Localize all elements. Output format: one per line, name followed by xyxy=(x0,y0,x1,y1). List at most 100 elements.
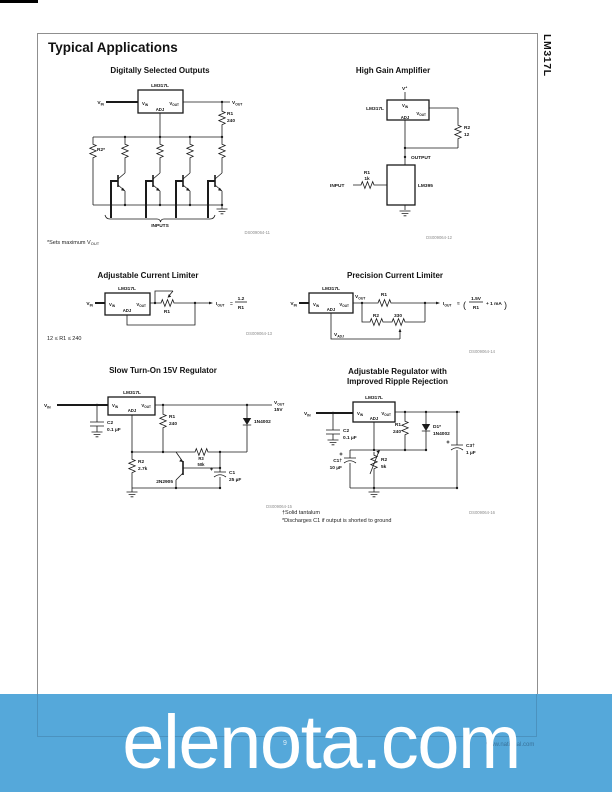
resistor-symbol xyxy=(357,181,378,189)
circuit6-title-line1: Adjustable Regulator with xyxy=(348,367,447,376)
resistor-value: 240 xyxy=(169,421,177,427)
vplus-label: V+ xyxy=(402,85,407,92)
ic-label: LM317L xyxy=(123,390,141,396)
vadj-label: VADJ xyxy=(334,332,344,338)
circuit2-schematic: V+ LM317L VIN VOUT ADJ R2 12 OUTPUT INPU… xyxy=(330,85,470,240)
resistor-symbol xyxy=(128,455,136,477)
pin-vin: VIN xyxy=(109,302,116,308)
ground-symbol xyxy=(126,491,138,498)
circuit1-schematic: LM317L VIN VOUT ADJ VIN VOUT R1 240 R2* … xyxy=(89,83,271,235)
diode-symbol xyxy=(242,418,252,425)
transistor-ref: LM395 xyxy=(418,183,433,189)
approx-sign: ≈ xyxy=(457,302,460,307)
resistor-symbol xyxy=(374,299,395,307)
resistor-value: 240 xyxy=(227,118,235,124)
circuit2-title: High Gain Amplifier xyxy=(355,66,431,75)
diode-ref: D1* xyxy=(433,424,441,430)
circuit5-title: Slow Turn-On 15V Regulator xyxy=(109,366,217,375)
pin-adj: ADJ xyxy=(123,308,132,313)
resistor-symbol xyxy=(89,140,97,162)
wiper-arrow xyxy=(398,328,402,332)
ground-symbol xyxy=(216,208,228,215)
resistor-symbol xyxy=(121,140,129,162)
pin-adj: ADJ xyxy=(128,408,137,413)
vout-label: VOUT xyxy=(274,400,285,406)
junction-dots xyxy=(95,403,249,490)
ic-box xyxy=(107,396,156,416)
resistor-ref: R1 xyxy=(169,414,175,420)
vin-label: VIN xyxy=(86,301,93,307)
ic-label: LM317L xyxy=(118,286,136,292)
part-number-side-tab: LM317L xyxy=(541,34,553,77)
iout-label: IOUT xyxy=(216,301,225,307)
pin-vin: VIN xyxy=(142,101,149,107)
footnote-text: *Sets maximum V xyxy=(47,240,91,246)
figure-id: DS009064-13 xyxy=(246,331,273,336)
potentiometer-symbol xyxy=(388,318,409,326)
transistor-box xyxy=(386,164,416,206)
circuit3-schematic: LM317L VIN VOUT ADJ VIN R1 IOUT = 1.2 R1… xyxy=(86,286,273,336)
formula-tail: + 1 mA xyxy=(486,301,502,307)
vout-node-label: VOUT xyxy=(355,294,366,300)
circuit6-title-line2: Improved Ripple Rejection xyxy=(347,376,448,386)
ic-label: LM317L xyxy=(365,395,383,401)
resistor-symbol xyxy=(218,140,226,162)
resistor-value: 50k xyxy=(198,462,206,467)
current-arrow xyxy=(209,301,213,305)
wiper-arrow xyxy=(167,294,172,298)
vin-label: VIN xyxy=(97,100,104,106)
wires xyxy=(92,101,230,223)
resistor-ref: R1 xyxy=(395,422,401,428)
formula-denominator: R1 xyxy=(473,305,479,311)
figure-id: DS009064-16 xyxy=(469,510,496,515)
figure-id: DS009064-15 xyxy=(266,504,293,509)
junction-dots xyxy=(331,410,459,490)
footnote-r1-range: 12 ≤ R1 ≤ 240 xyxy=(47,336,82,342)
pin-adj: ADJ xyxy=(327,307,336,312)
current-arrow xyxy=(436,301,440,305)
formula-denominator: R1 xyxy=(238,305,244,311)
ground-symbol xyxy=(327,439,339,446)
ic-box xyxy=(308,292,354,314)
ic-box xyxy=(352,401,396,423)
resistor-symbol xyxy=(366,318,387,326)
emitter-arrow xyxy=(179,458,183,462)
ic-box xyxy=(137,89,184,114)
vin-label: VIN xyxy=(290,301,297,307)
vin-label: VIN xyxy=(304,411,311,417)
resistor-symbol xyxy=(218,107,226,129)
circuit4-schematic: LM317L VIN VOUT ADJ VIN VOUT R1 R2 330 V… xyxy=(290,286,507,354)
pin-vout: VOUT xyxy=(339,302,349,308)
equals-sign: = xyxy=(230,302,233,307)
pin-adj: ADJ xyxy=(370,416,379,421)
wires xyxy=(316,411,464,492)
resistor-ref: R1 xyxy=(381,292,387,298)
resistor-ref: R1 xyxy=(164,309,170,315)
pin-vout: VOUT xyxy=(136,302,146,308)
resistor-symbol xyxy=(454,121,462,143)
capacitor-ref: C2 xyxy=(107,420,113,426)
resistor-symbol xyxy=(401,417,409,439)
figure-id: DS009064-12 xyxy=(426,235,453,240)
page-border-bottom-through-banner xyxy=(37,736,537,737)
resistor-ref: R2 xyxy=(381,457,387,463)
scan-artifact-mark xyxy=(0,0,38,3)
page-border-right-through-banner xyxy=(536,694,537,736)
resistor-symbol xyxy=(186,140,194,162)
ic-box xyxy=(386,99,430,121)
circuit6-title: Adjustable Regulator with Improved Rippl… xyxy=(300,367,495,386)
pin-vin: VIN xyxy=(313,302,320,308)
circuit4-title: Precision Current Limiter xyxy=(346,271,444,280)
capacitor-value: 10 µF xyxy=(330,465,342,471)
resistor-ref: R2 xyxy=(464,125,470,131)
pin-adj: ADJ xyxy=(401,115,410,120)
junction-dots xyxy=(403,146,407,159)
watermark-text: elenota.com xyxy=(122,700,521,785)
formula-numerator: 1.2 xyxy=(238,296,245,302)
resistor-ref: R2 xyxy=(138,459,144,465)
resistor-value: 240 xyxy=(393,429,401,435)
capacitor-value: 0.1 µF xyxy=(343,435,357,441)
resistor-ref: R2* xyxy=(97,147,105,153)
resistor-symbol xyxy=(191,448,212,456)
paren-open: ( xyxy=(463,300,466,310)
